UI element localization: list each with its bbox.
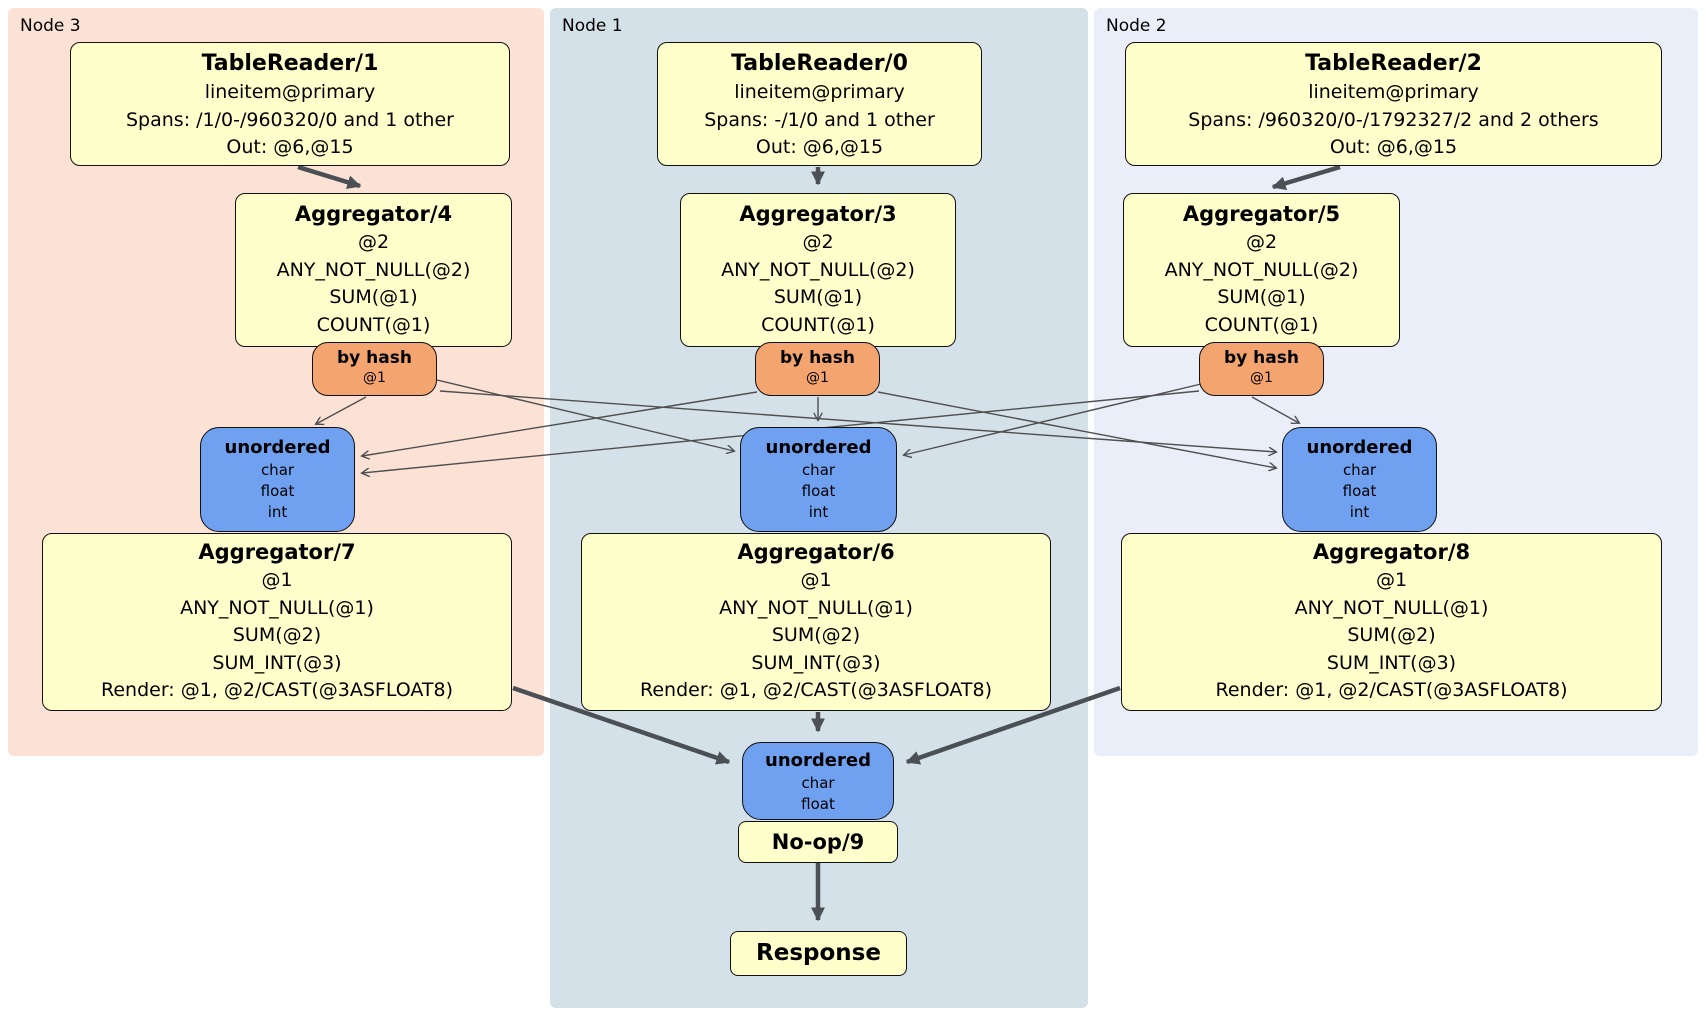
aggregator-6-fn2: SUM(@2) [771,624,861,646]
tablereader-2-out: Out: @6,@15 [1329,136,1458,158]
router-by-hash-node3: by hash @1 [312,342,437,396]
stream-type: char [801,461,836,479]
aggregator-4-fn2: SUM(@1) [329,286,418,308]
router-by-hash-node2: by hash @1 [1199,342,1324,396]
tablereader-1-out: Out: @6,@15 [226,136,354,158]
node1-label: Node 1 [562,16,623,36]
aggregator-8-title: Aggregator/8 [1312,540,1471,564]
aggregator-6-fn1: ANY_NOT_NULL(@1) [719,596,913,619]
stream-title: unordered [224,437,331,458]
tablereader-0-title: TableReader/0 [731,51,908,76]
aggregator-5-group: @2 [1245,231,1278,253]
stream-type: float [801,795,835,813]
response-title: Response [756,940,881,966]
aggregator-8-fn3: SUM_INT(@3) [1326,651,1457,674]
stream-type: float [801,482,836,500]
router-title: by hash [780,348,855,368]
aggregator-5-box: Aggregator/5 @2 ANY_NOT_NULL(@2) SUM(@1)… [1123,193,1400,347]
stream-unordered-final: unordered char float [742,742,894,820]
stream-type: int [267,503,288,521]
router-key: @1 [806,370,829,386]
aggregator-6-render: Render: @1, @2/CAST(@3ASFLOAT8) [640,679,992,701]
stream-title: unordered [765,437,872,458]
aggregator-8-box: Aggregator/8 @1 ANY_NOT_NULL(@1) SUM(@2)… [1121,533,1662,711]
tablereader-2-index: lineitem@primary [1308,81,1479,103]
aggregator-7-box: Aggregator/7 @1 ANY_NOT_NULL(@1) SUM(@2)… [42,533,512,711]
tablereader-1-box: TableReader/1 lineitem@primary Spans: /1… [70,42,510,166]
tablereader-0-out: Out: @6,@15 [755,136,884,158]
router-title: by hash [337,348,412,368]
aggregator-5-title: Aggregator/5 [1182,202,1341,226]
stream-unordered-node1: unordered char float int [740,427,897,532]
stream-title: unordered [1306,437,1413,458]
router-key: @1 [363,370,386,386]
stream-type: int [1349,503,1370,521]
aggregator-6-group: @1 [800,569,832,591]
router-by-hash-node1: by hash @1 [755,342,880,396]
stream-unordered-node3: unordered char float int [200,427,355,532]
aggregator-8-fn1: ANY_NOT_NULL(@1) [1294,596,1489,619]
stream-unordered-node2: unordered char float int [1282,427,1437,532]
aggregator-4-fn3: COUNT(@1) [316,313,431,336]
tablereader-1-title: TableReader/1 [201,51,379,76]
stream-type: char [1342,461,1377,479]
aggregator-4-fn1: ANY_NOT_NULL(@2) [276,258,471,281]
flow-arrows [297,164,1341,922]
tablereader-1-spans: Spans: /1/0-/960320/0 and 1 other [126,108,454,131]
aggregator-7-fn1: ANY_NOT_NULL(@1) [180,596,374,619]
aggregator-6-fn3: SUM_INT(@3) [751,651,881,674]
router-title: by hash [1224,348,1299,368]
aggregator-3-box: Aggregator/3 @2 ANY_NOT_NULL(@2) SUM(@1)… [680,193,956,347]
aggregator-7-fn3: SUM_INT(@3) [212,651,342,674]
stream-type: float [260,482,295,500]
aggregator-3-fn2: SUM(@1) [773,286,863,308]
aggregator-8-fn2: SUM(@2) [1347,624,1436,646]
tablereader-2-title: TableReader/2 [1305,51,1482,76]
aggregator-4-box: Aggregator/4 @2 ANY_NOT_NULL(@2) SUM(@1)… [235,193,512,347]
tablereader-1-index: lineitem@primary [204,81,376,103]
stream-title: unordered [765,750,871,771]
noop-9-title: No-op/9 [771,829,865,854]
aggregator-8-group: @1 [1375,569,1408,591]
aggregator-5-fn1: ANY_NOT_NULL(@2) [1164,258,1359,281]
aggregator-4-group: @2 [357,231,390,253]
aggregator-3-fn1: ANY_NOT_NULL(@2) [721,258,915,281]
stream-type: int [808,503,829,521]
hash-stream-edges [316,379,1299,473]
aggregator-5-fn2: SUM(@1) [1217,286,1306,308]
tablereader-2-box: TableReader/2 lineitem@primary Spans: /9… [1125,42,1662,166]
aggregator-3-group: @2 [802,231,834,253]
tablereader-2-spans: Spans: /960320/0-/1792327/2 and 2 others [1188,108,1599,131]
stream-type: float [1342,482,1377,500]
aggregator-7-fn2: SUM(@2) [232,624,322,646]
response-box: Response [730,931,907,976]
aggregator-7-group: @1 [261,569,293,591]
aggregator-8-render: Render: @1, @2/CAST(@3ASFLOAT8) [1215,679,1568,701]
tablereader-0-index: lineitem@primary [734,81,905,103]
aggregator-5-fn3: COUNT(@1) [1204,313,1319,336]
aggregator-6-title: Aggregator/6 [737,540,895,564]
aggregator-4-title: Aggregator/4 [294,202,453,226]
noop-9-box: No-op/9 [738,821,898,863]
router-key: @1 [1250,370,1273,386]
aggregator-3-fn3: COUNT(@1) [761,313,875,336]
tablereader-0-box: TableReader/0 lineitem@primary Spans: -/… [657,42,982,166]
stream-type: char [260,461,295,479]
node3-label: Node 3 [20,16,81,36]
stream-type: char [801,774,835,792]
aggregator-7-render: Render: @1, @2/CAST(@3ASFLOAT8) [101,679,453,701]
aggregator-7-title: Aggregator/7 [198,540,356,564]
node2-label: Node 2 [1106,16,1167,36]
aggregator-3-title: Aggregator/3 [739,202,897,226]
tablereader-0-spans: Spans: -/1/0 and 1 other [704,108,935,131]
aggregator-6-box: Aggregator/6 @1 ANY_NOT_NULL(@1) SUM(@2)… [581,533,1051,711]
